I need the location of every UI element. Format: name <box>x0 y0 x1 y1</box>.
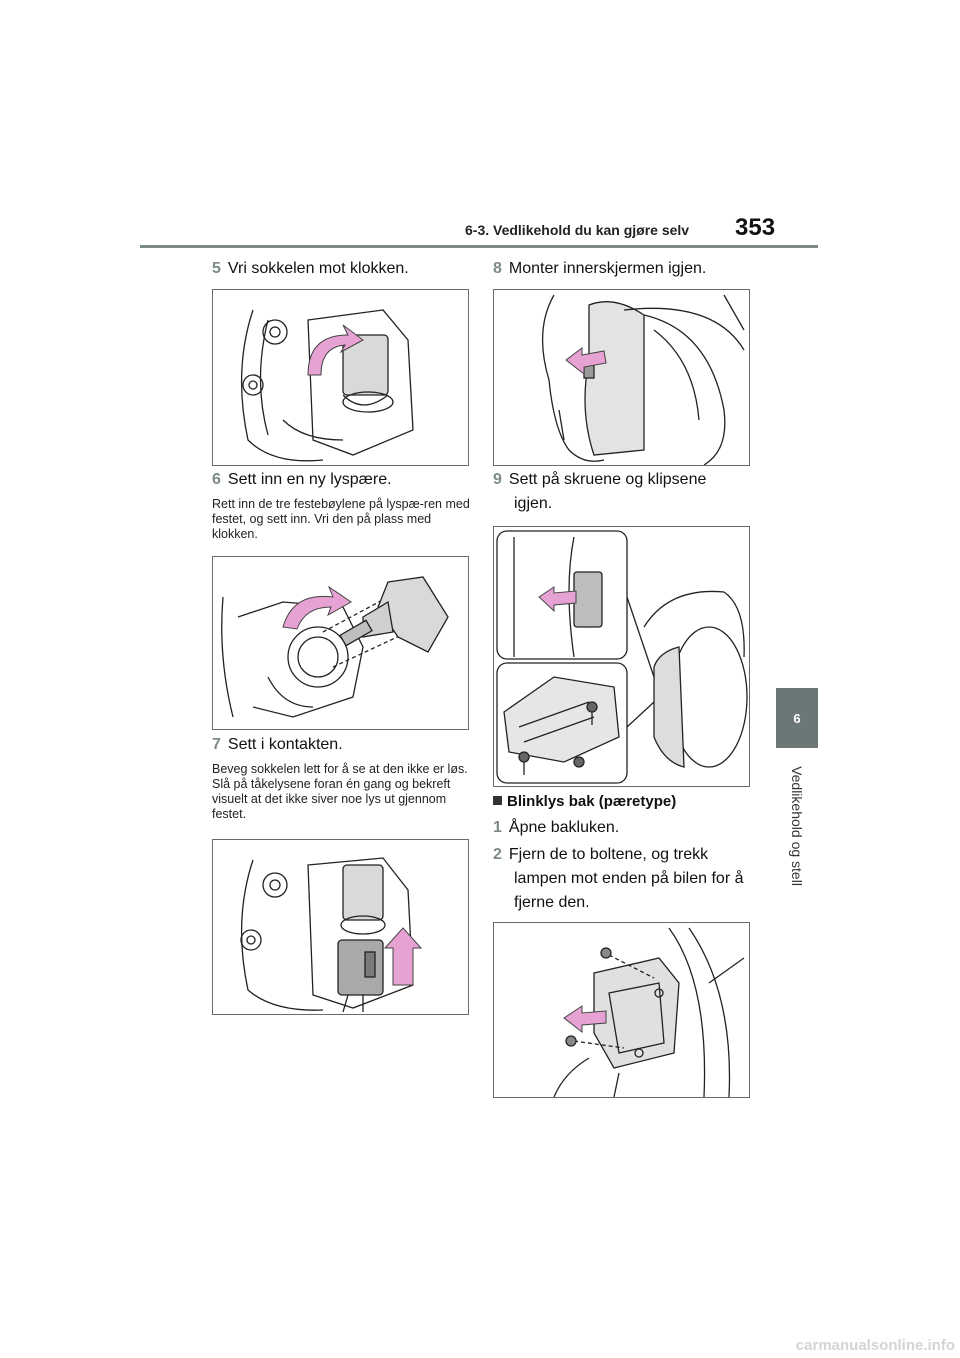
step-1: 1 Åpne bakluken. <box>493 816 619 840</box>
step-number: 1 <box>493 819 502 836</box>
illustration-inner-fender <box>541 294 745 465</box>
step-6: 6 Sett inn en ny lyspære. <box>212 468 392 492</box>
illustration-insert-bulb <box>221 576 449 718</box>
step-7: 7 Sett i kontakten. <box>212 733 343 757</box>
step-2-line3: fjerne den. <box>514 894 590 911</box>
illustration-screws-clips <box>496 530 748 784</box>
step-text: Sett på skruene og klipsene <box>508 471 707 488</box>
step-9: 9 Sett på skruene og klipsene <box>493 468 706 492</box>
step-number: 6 <box>212 471 221 488</box>
step-2: 2 Fjern de to boltene, og trekk <box>493 843 708 867</box>
illustration-connector <box>240 857 423 1013</box>
step-number: 5 <box>212 260 221 277</box>
step-5: 5 Vri sokkelen mot klokken. <box>212 257 409 281</box>
step-number: 8 <box>493 260 502 277</box>
page-number: 353 <box>735 214 776 241</box>
step-number: 7 <box>212 736 221 753</box>
watermark: carmanualsonline.info <box>796 1337 955 1354</box>
step-6-note: Rett inn de tre festebøylene på lyspæ-re… <box>212 497 470 541</box>
figure-insert-bulb <box>212 556 469 730</box>
section-heading-text: Blinklys bak (pæretype) <box>507 793 677 810</box>
step-7-note: Beveg sokkelen lett for å se at den ikke… <box>212 762 468 821</box>
figure-connector <box>212 839 469 1015</box>
step-2-line2: lampen mot enden på bilen for å <box>514 870 744 887</box>
step-9-line2: igjen. <box>514 495 553 512</box>
illustration-rear-lamp <box>553 927 745 1097</box>
step-text: Vri sokkelen mot klokken. <box>227 260 409 277</box>
step-8: 8 Monter innerskjermen igjen. <box>493 257 706 281</box>
figure-inner-fender <box>493 289 750 466</box>
step-number: 9 <box>493 471 502 488</box>
step-text: Sett i kontakten. <box>227 736 343 753</box>
figure-screws-clips <box>493 526 750 787</box>
step-text: Sett inn en ny lyspære. <box>227 471 392 488</box>
header-rule <box>140 245 818 248</box>
chapter-side-label: Vedlikehold og stell <box>776 756 818 896</box>
figure-socket-rotate <box>212 289 469 466</box>
watermark-text: carmanualsonline.info <box>796 1337 955 1354</box>
square-bullet-icon <box>493 796 502 805</box>
chapter-side-label-text: Vedlikehold og stell <box>789 766 805 886</box>
illustration-socket-rotate <box>240 309 414 462</box>
step-text: Monter innerskjermen igjen. <box>508 260 707 277</box>
step-number: 2 <box>493 846 502 863</box>
figure-rear-lamp <box>493 922 750 1098</box>
section-heading-rear-turn-signal: Blinklys bak (pæretype) <box>493 793 676 810</box>
step-text: Fjern de to boltene, og trekk <box>508 846 709 863</box>
section-title: 6-3. Vedlikehold du kan gjøre selv <box>465 222 690 238</box>
step-text: Åpne bakluken. <box>508 819 620 836</box>
chapter-tab: 6 <box>776 688 818 748</box>
